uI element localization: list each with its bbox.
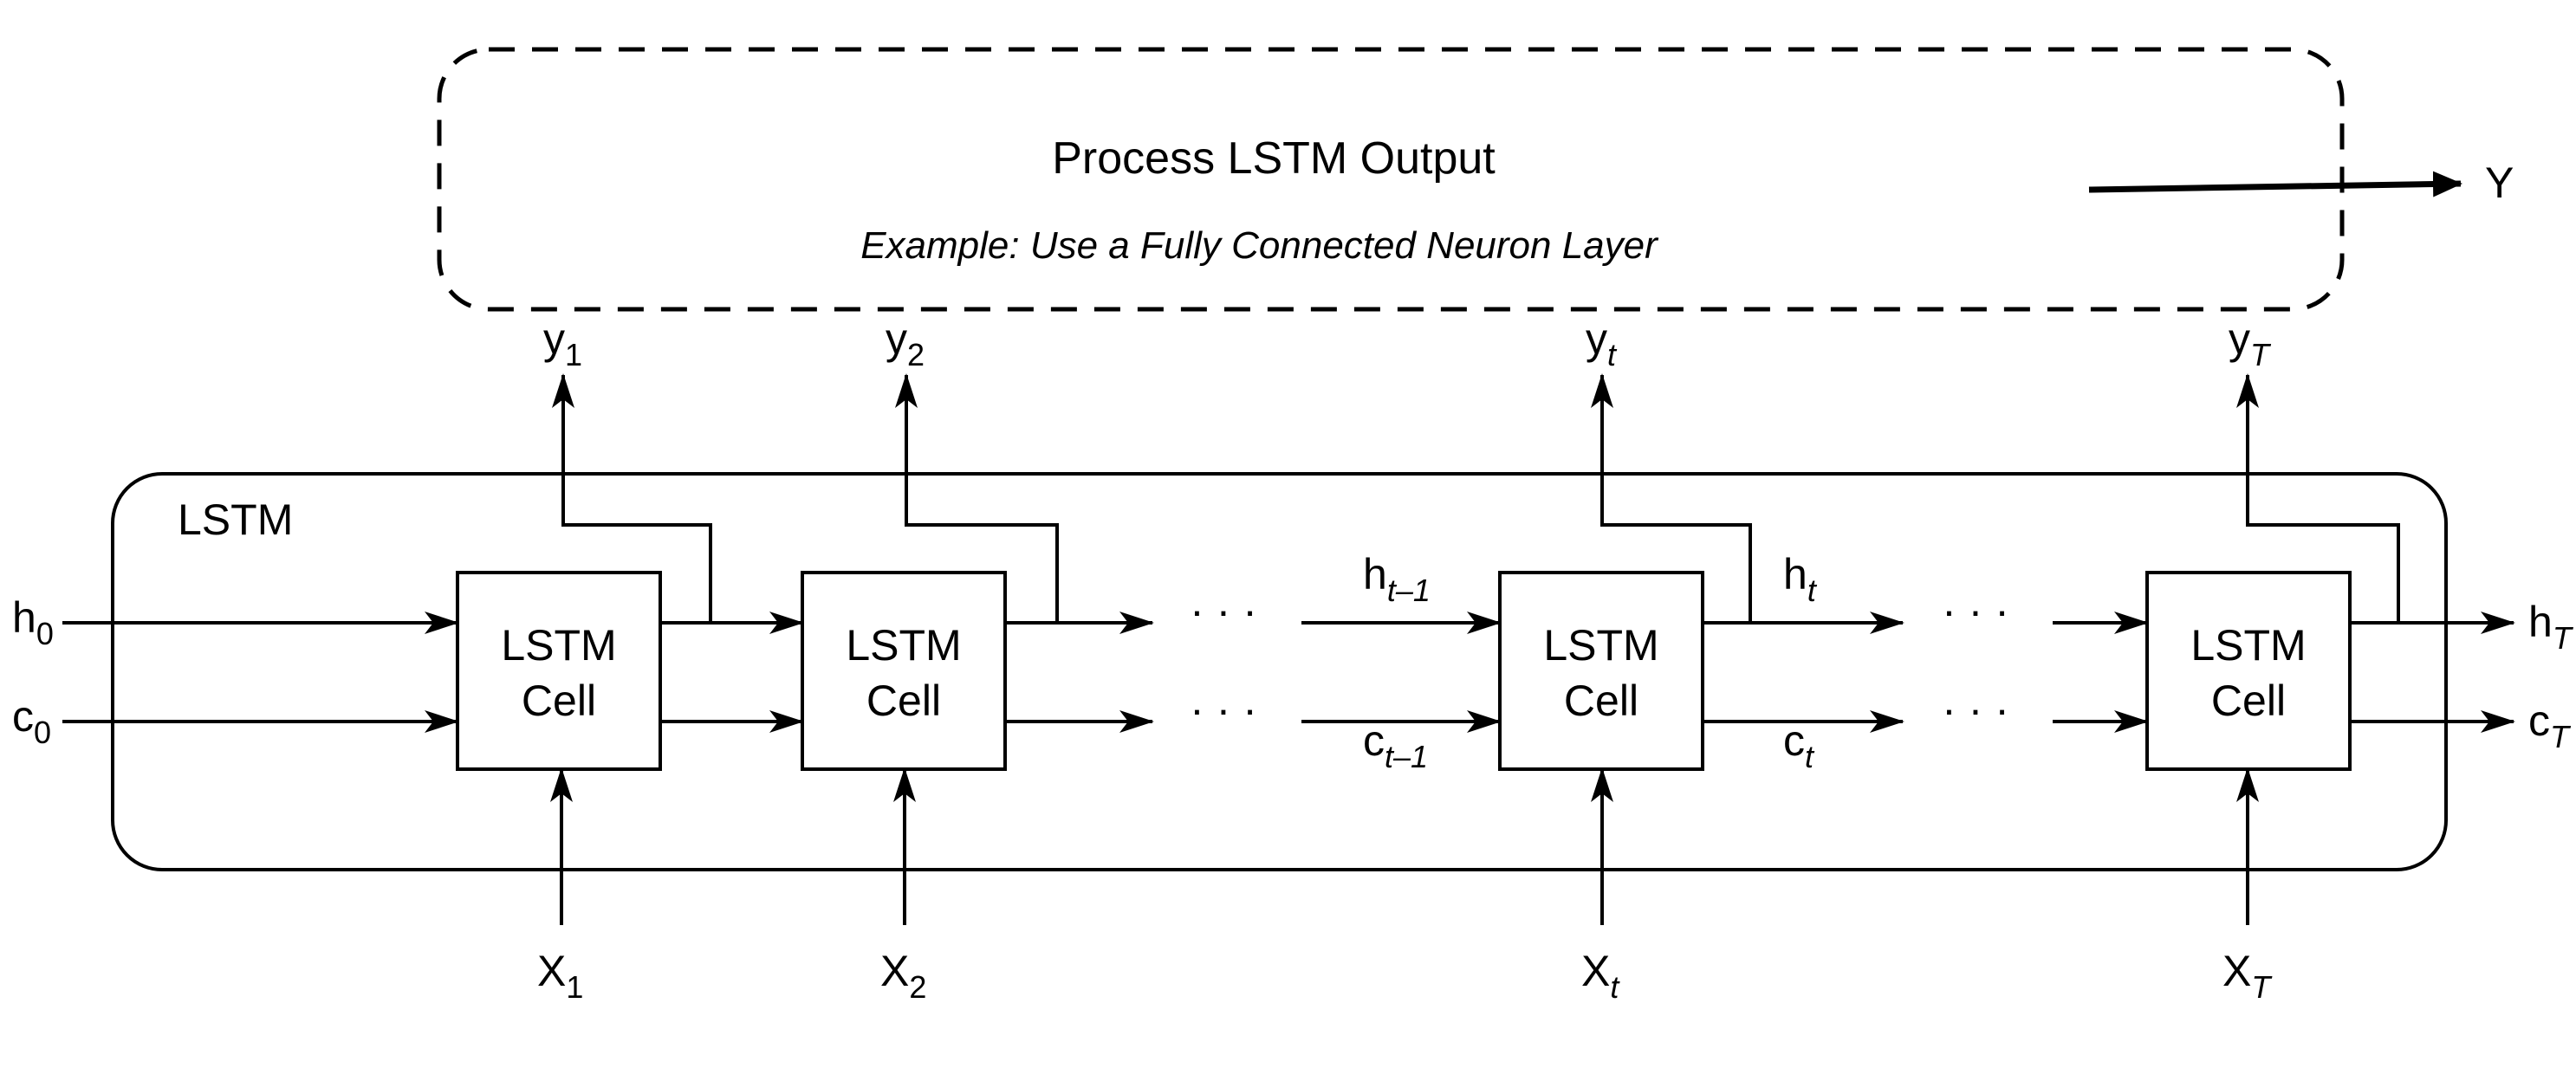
input-label: X1 xyxy=(537,947,583,1005)
cell-label-line1: LSTM xyxy=(2190,621,2306,670)
cell-box xyxy=(801,571,1007,771)
c0-label: c0 xyxy=(12,692,51,750)
h-T-label: hT xyxy=(2528,598,2574,656)
final-output-arrow xyxy=(2088,171,2462,197)
output-label: yt xyxy=(1586,314,1618,372)
ellipsis-c-2: · · · xyxy=(1942,685,2009,734)
cell-label-line2: Cell xyxy=(2211,676,2286,725)
lstm-cell-t: LSTM Cell Xt yt xyxy=(1498,314,1752,1005)
cell-label-line2: Cell xyxy=(866,676,941,725)
output-label: y1 xyxy=(543,314,582,372)
input-label: X2 xyxy=(880,947,926,1005)
output-path xyxy=(552,373,712,623)
lstm-cell-2: LSTM Cell X2 y2 xyxy=(801,314,1059,1005)
lstm-cell-T: LSTM Cell XT yT xyxy=(2145,314,2400,1005)
c-prev-label: ct–1 xyxy=(1363,716,1428,774)
cell-label-line1: LSTM xyxy=(501,621,616,670)
output-path xyxy=(2236,373,2400,623)
input-label: XT xyxy=(2222,947,2273,1005)
process-box-title: Process LSTM Output xyxy=(1052,133,1496,184)
output-path xyxy=(1591,373,1752,623)
lstm-cell-1: LSTM Cell X1 y1 xyxy=(456,314,712,1005)
initial-states: h0 c0 xyxy=(12,593,459,750)
output-path xyxy=(895,373,1059,623)
process-output-box: Process LSTM Output Example: Use a Fully… xyxy=(437,47,2514,312)
final-output-label: Y xyxy=(2485,159,2514,207)
cell-box xyxy=(456,571,662,771)
ellipsis-c-1: · · · xyxy=(1190,685,1257,734)
input-label: Xt xyxy=(1581,947,1620,1005)
h-prev-label: ht–1 xyxy=(1363,550,1431,608)
ellipsis-h-1: · · · xyxy=(1190,586,1257,635)
c-t-label: ct xyxy=(1783,716,1815,774)
cell-label-line2: Cell xyxy=(1564,676,1638,725)
cell-box xyxy=(1498,571,1704,771)
cell-label-line1: LSTM xyxy=(1543,621,1658,670)
ellipsis-h-2: · · · xyxy=(1942,586,2009,635)
h-t-label: ht xyxy=(1783,550,1818,608)
output-label: y2 xyxy=(886,314,925,372)
cell-label-line1: LSTM xyxy=(846,621,961,670)
lstm-block: LSTM xyxy=(111,472,2448,871)
output-label: yT xyxy=(2229,314,2272,372)
h0-label: h0 xyxy=(12,593,54,651)
cell-label-line2: Cell xyxy=(522,676,596,725)
process-box-subtitle: Example: Use a Fully Connected Neuron La… xyxy=(860,224,1659,267)
lstm-block-label: LSTM xyxy=(178,495,293,544)
cell-box xyxy=(2145,571,2352,771)
c-T-label: cT xyxy=(2528,696,2572,754)
